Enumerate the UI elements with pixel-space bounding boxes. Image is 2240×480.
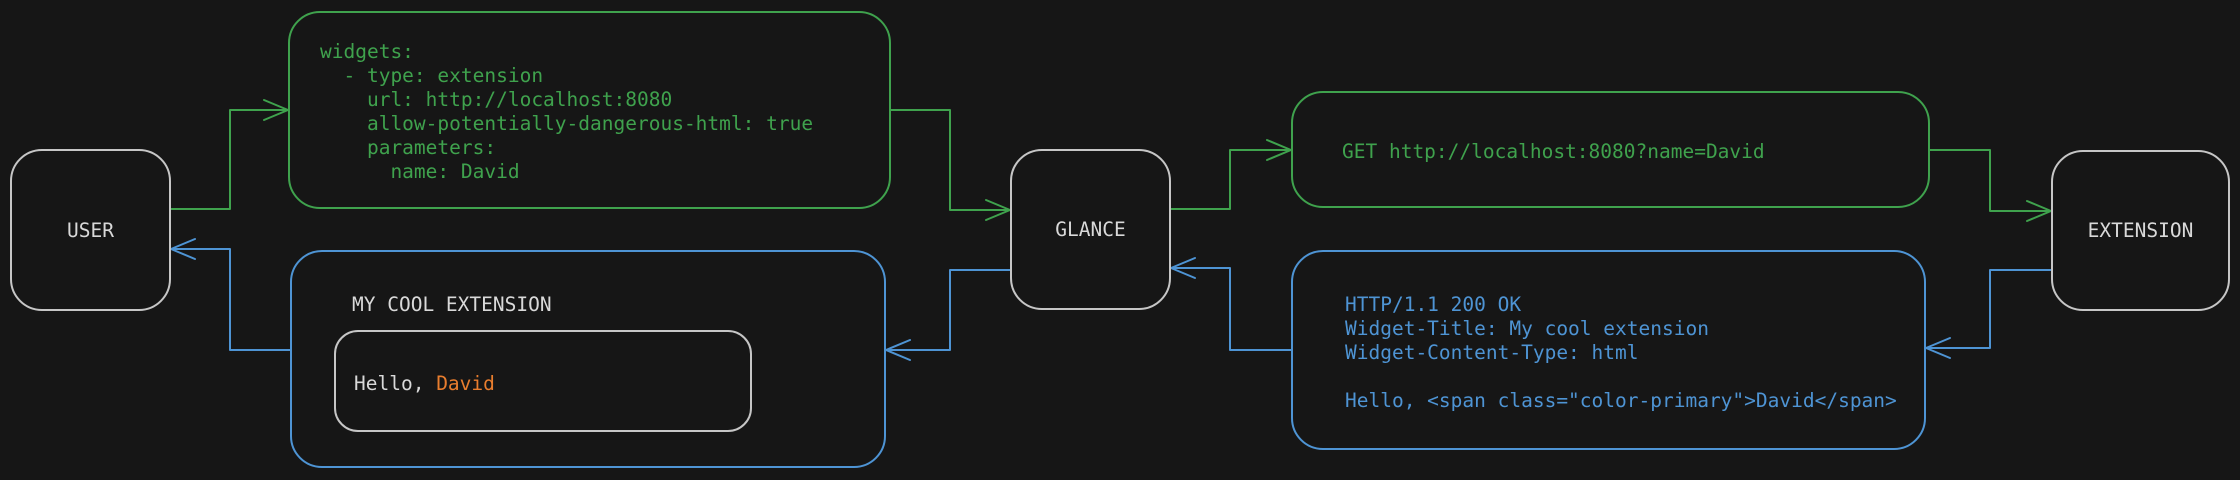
arrow-extension-to-response	[1925, 269, 2052, 359]
greeting-name: David	[436, 372, 495, 395]
node-glance: GLANCE	[1010, 149, 1171, 310]
widget-preview-box: MY COOL EXTENSION Hello, David	[290, 250, 886, 468]
arrow-user-to-config	[170, 99, 289, 210]
arrow-widget-to-user	[170, 238, 291, 351]
widget-title: MY COOL EXTENSION	[352, 293, 552, 316]
arrow-request-to-extension	[1929, 149, 2052, 222]
node-user: USER	[10, 149, 171, 311]
arrow-config-to-glance	[890, 109, 1011, 221]
greeting-prefix: Hello,	[354, 372, 437, 395]
request-code: GET http://localhost:8080?name=David	[1342, 140, 1765, 163]
node-extension: EXTENSION	[2051, 150, 2230, 311]
arrow-response-to-glance	[1170, 257, 1292, 351]
response-box: HTTP/1.1 200 OK Widget-Title: My cool ex…	[1291, 250, 1926, 450]
node-glance-label: GLANCE	[1055, 218, 1126, 241]
config-code: widgets: - type: extension url: http://l…	[320, 40, 814, 183]
arrow-glance-to-request	[1170, 139, 1292, 210]
node-extension-label: EXTENSION	[2087, 219, 2194, 242]
config-box: widgets: - type: extension url: http://l…	[288, 11, 891, 209]
widget-output-box: Hello, David	[334, 330, 752, 432]
request-box: GET http://localhost:8080?name=David	[1291, 91, 1930, 208]
response-code: HTTP/1.1 200 OK Widget-Title: My cool ex…	[1345, 293, 1897, 412]
node-user-label: USER	[67, 218, 114, 242]
arrow-glance-to-widget	[885, 269, 1011, 361]
widget-greeting: Hello, David	[354, 372, 495, 396]
